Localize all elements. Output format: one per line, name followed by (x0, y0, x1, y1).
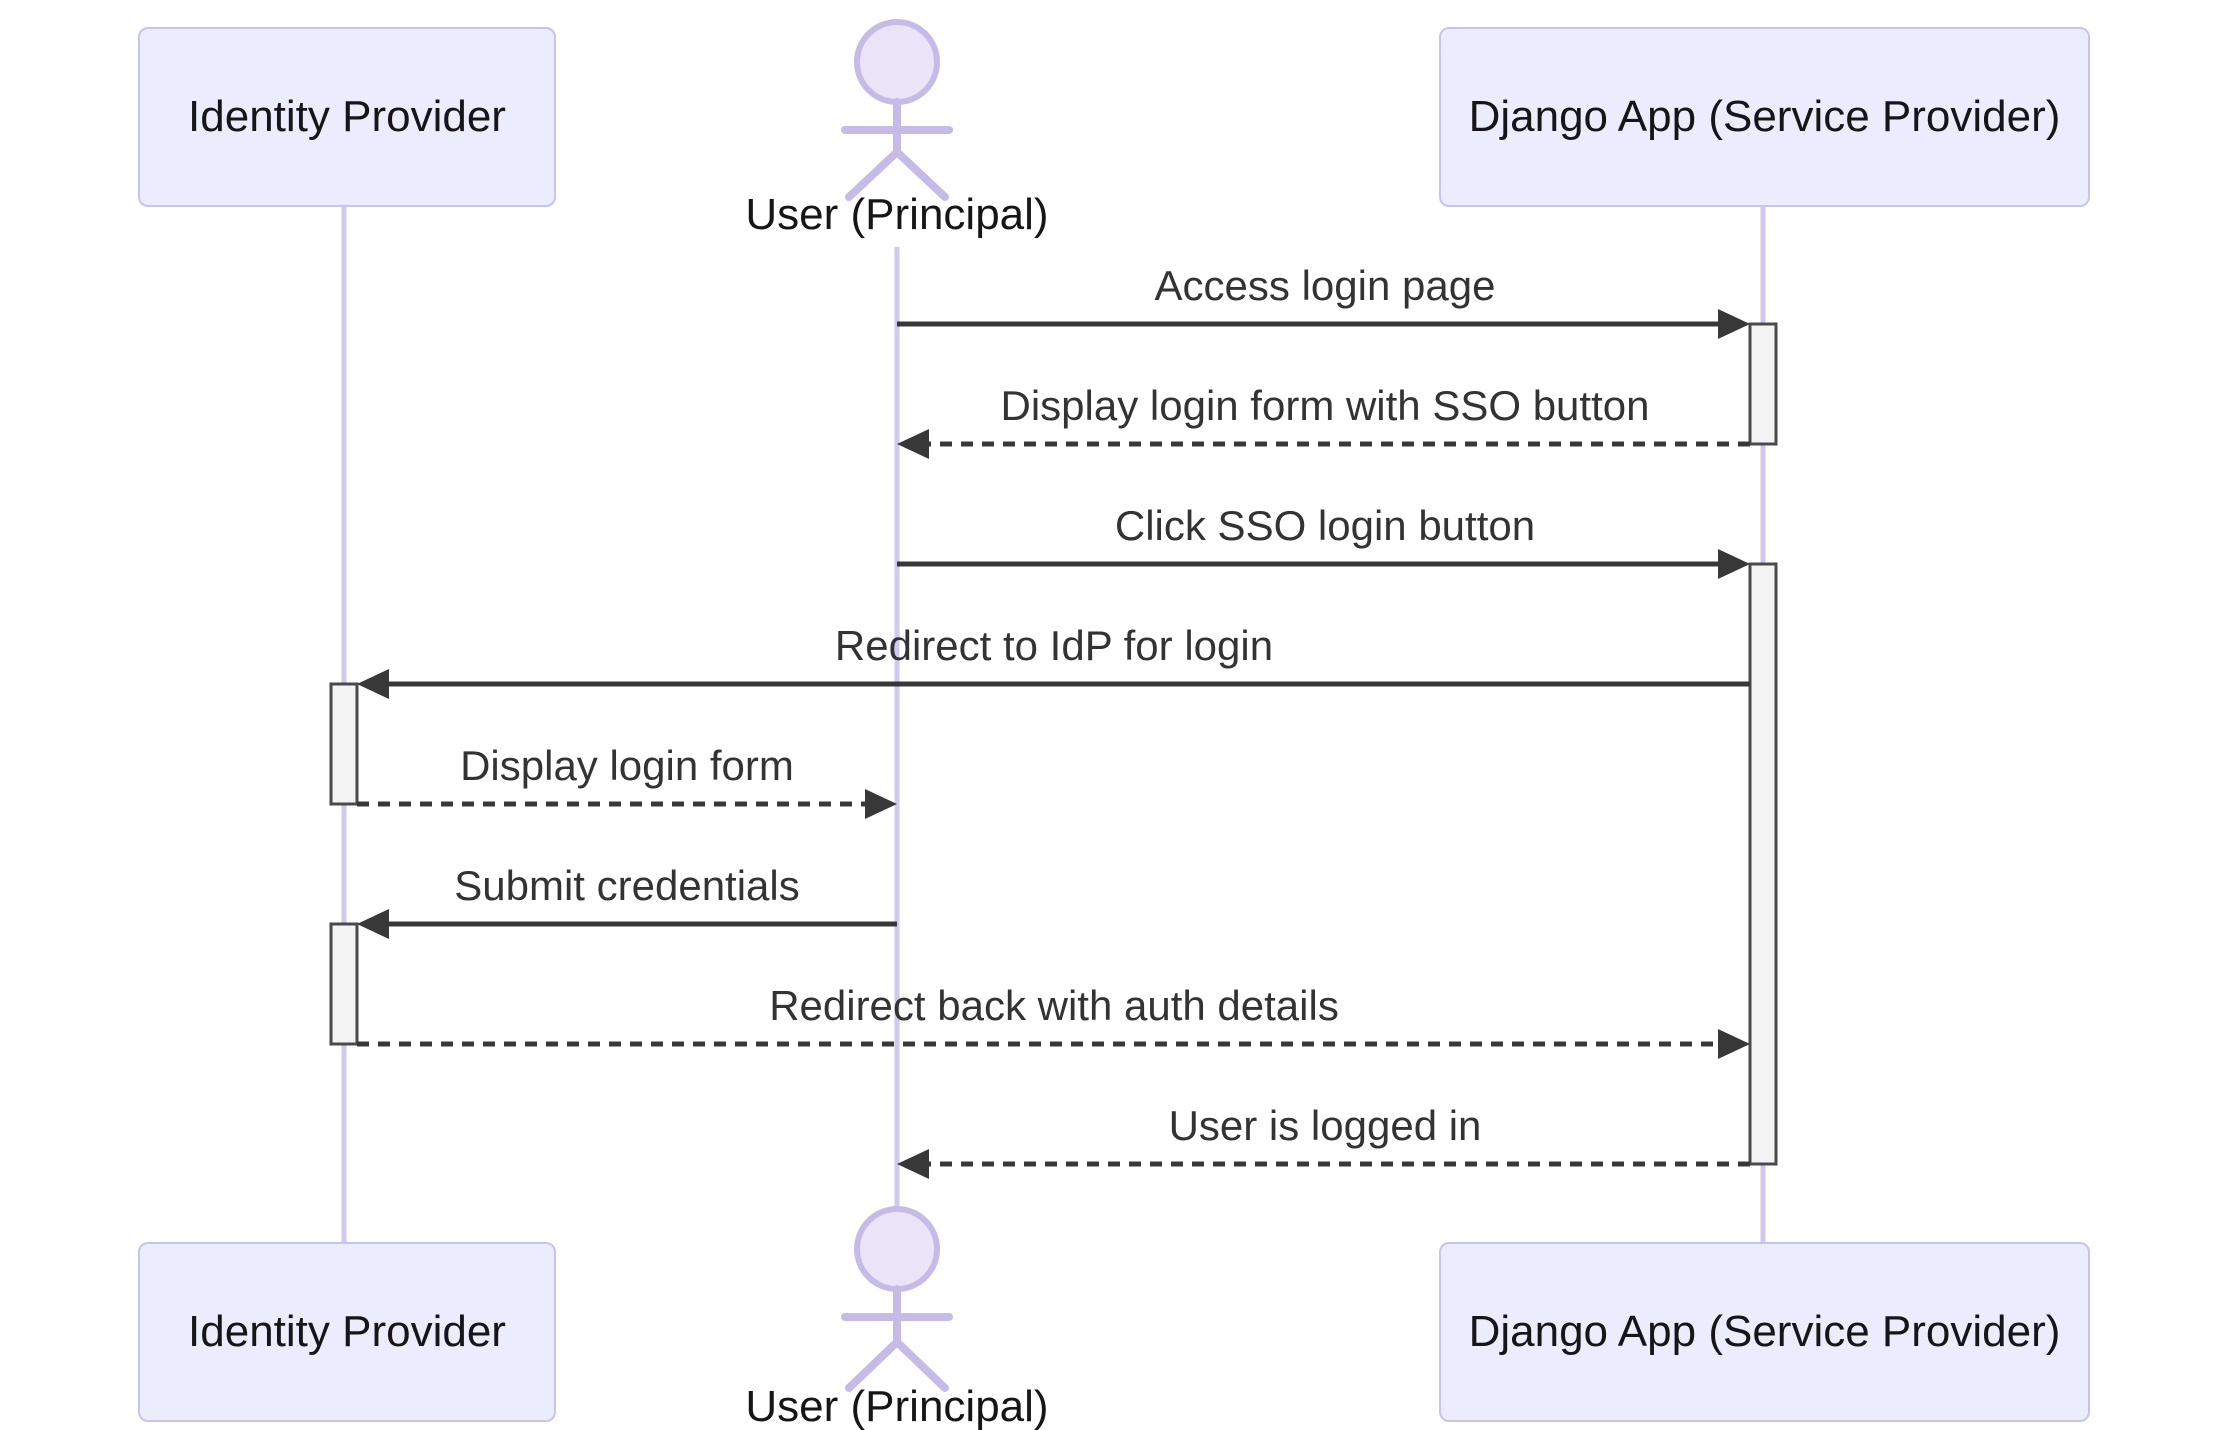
message-label-4: Redirect to IdP for login (834, 622, 1274, 669)
arrowhead-right-icon (865, 789, 897, 819)
actor-label-user-top: User (Principal) (745, 190, 1049, 239)
actor-leg-left (845, 1338, 901, 1392)
message-arrow-1 (897, 309, 1750, 339)
actor-head (854, 1206, 940, 1292)
participant-label: Django App (Service Provider) (1468, 92, 2061, 141)
message-arrow-8 (897, 1149, 1750, 1179)
actor-label-user-bottom: User (Principal) (745, 1382, 1049, 1430)
participant-label: Identity Provider (188, 92, 506, 141)
arrowhead-left-icon (357, 909, 389, 939)
actor-head (854, 19, 940, 105)
activation-bar-idp-2 (329, 922, 359, 1046)
message-label-5: Display login form (460, 742, 794, 789)
arrowhead-right-icon (1718, 549, 1750, 579)
actor-leg-left (845, 148, 901, 201)
actor-leg-right (893, 148, 949, 201)
arrowhead-right-icon (1718, 309, 1750, 339)
message-label-3: Click SSO login button (1114, 502, 1536, 549)
activation-bar-django-2 (1748, 562, 1778, 1166)
arrowhead-left-icon (357, 669, 389, 699)
arrowhead-right-icon (1718, 1029, 1750, 1059)
message-label-2: Display login form with SSO button (1000, 382, 1650, 429)
arrowhead-left-icon (897, 429, 929, 459)
message-arrow-5 (357, 789, 897, 819)
message-label-1: Access login page (1154, 262, 1496, 309)
participant-box-django-app-bottom: Django App (Service Provider) (1439, 1242, 2090, 1422)
activation-bar-idp-1 (329, 682, 359, 806)
message-arrow-4 (357, 669, 1750, 699)
participant-label: Identity Provider (188, 1307, 506, 1356)
message-label-6: Submit credentials (454, 862, 800, 909)
participant-label: Django App (Service Provider) (1468, 1307, 2061, 1356)
message-label-7: Redirect back with auth details (769, 982, 1339, 1029)
participant-box-identity-provider-bottom: Identity Provider (138, 1242, 556, 1422)
message-arrow-6 (357, 909, 897, 939)
participant-box-identity-provider-top: Identity Provider (138, 27, 556, 207)
actor-leg-right (893, 1338, 949, 1392)
message-label-8: User is logged in (1168, 1102, 1482, 1149)
actor-icon-bottom (841, 1206, 953, 1392)
arrowhead-left-icon (897, 1149, 929, 1179)
activation-bar-django-1 (1748, 322, 1778, 446)
message-arrow-3 (897, 549, 1750, 579)
actor-icon-top (841, 19, 953, 201)
participant-box-django-app-top: Django App (Service Provider) (1439, 27, 2090, 207)
message-arrow-7 (357, 1029, 1750, 1059)
message-arrow-2 (897, 429, 1750, 459)
